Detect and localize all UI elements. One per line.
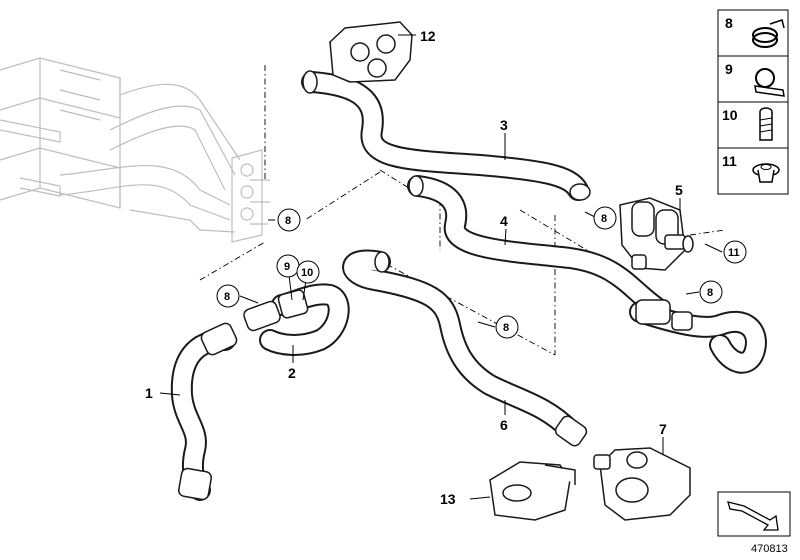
pump-7 xyxy=(593,447,691,521)
label-part-7: 7 xyxy=(659,421,667,437)
hose-6 xyxy=(342,249,588,447)
heater-core-ghost xyxy=(0,57,270,243)
svg-text:8: 8 xyxy=(224,291,230,303)
svg-text:8: 8 xyxy=(503,322,509,334)
hose-1 xyxy=(170,322,238,501)
callout-8-mid: 8 xyxy=(495,315,519,339)
callout-8-hose3: 8 xyxy=(593,206,617,230)
svg-text:8: 8 xyxy=(285,215,291,227)
label-part-1: 1 xyxy=(145,385,153,401)
callout-10: 10 xyxy=(296,260,320,284)
callout-11: 11 xyxy=(723,240,747,264)
callout-9: 9 xyxy=(276,254,300,278)
label-part-4: 4 xyxy=(500,213,508,229)
label-part-12: 12 xyxy=(420,28,436,44)
svg-text:11: 11 xyxy=(728,247,740,259)
diagram-number: 470813 xyxy=(751,543,788,555)
label-part-2: 2 xyxy=(288,365,296,381)
svg-text:10: 10 xyxy=(301,267,313,279)
svg-text:8: 8 xyxy=(707,287,713,299)
hose-clamp-icon xyxy=(752,19,785,48)
screw-icon xyxy=(759,107,773,141)
pipe-clip-icon xyxy=(754,68,785,97)
hose-right-loop xyxy=(629,299,767,374)
legend-label-11: 11 xyxy=(722,153,737,169)
grommet-icon xyxy=(752,163,780,183)
label-part-5: 5 xyxy=(675,182,683,198)
callout-8-left: 8 xyxy=(277,208,301,232)
label-part-6: 6 xyxy=(500,417,508,433)
legend-label-8: 8 xyxy=(725,15,733,31)
direction-arrow-icon xyxy=(717,491,791,537)
legend-label-10: 10 xyxy=(722,107,738,123)
valve-5 xyxy=(619,197,694,271)
callout-8-hose2: 8 xyxy=(216,284,240,308)
hose-2 xyxy=(243,283,350,356)
parts-legend: 8 9 10 11 xyxy=(717,9,789,195)
leader-lines xyxy=(159,34,723,500)
hose-4 xyxy=(407,175,671,321)
label-part-13: 13 xyxy=(440,491,456,507)
bracket-13 xyxy=(489,461,576,521)
callout-8-right: 8 xyxy=(699,280,723,304)
svg-text:8: 8 xyxy=(601,213,607,225)
bracket-12 xyxy=(329,21,413,83)
legend-label-9: 9 xyxy=(725,61,733,77)
svg-text:9: 9 xyxy=(284,261,290,273)
label-part-3: 3 xyxy=(500,117,508,133)
hose-3 xyxy=(301,70,591,201)
